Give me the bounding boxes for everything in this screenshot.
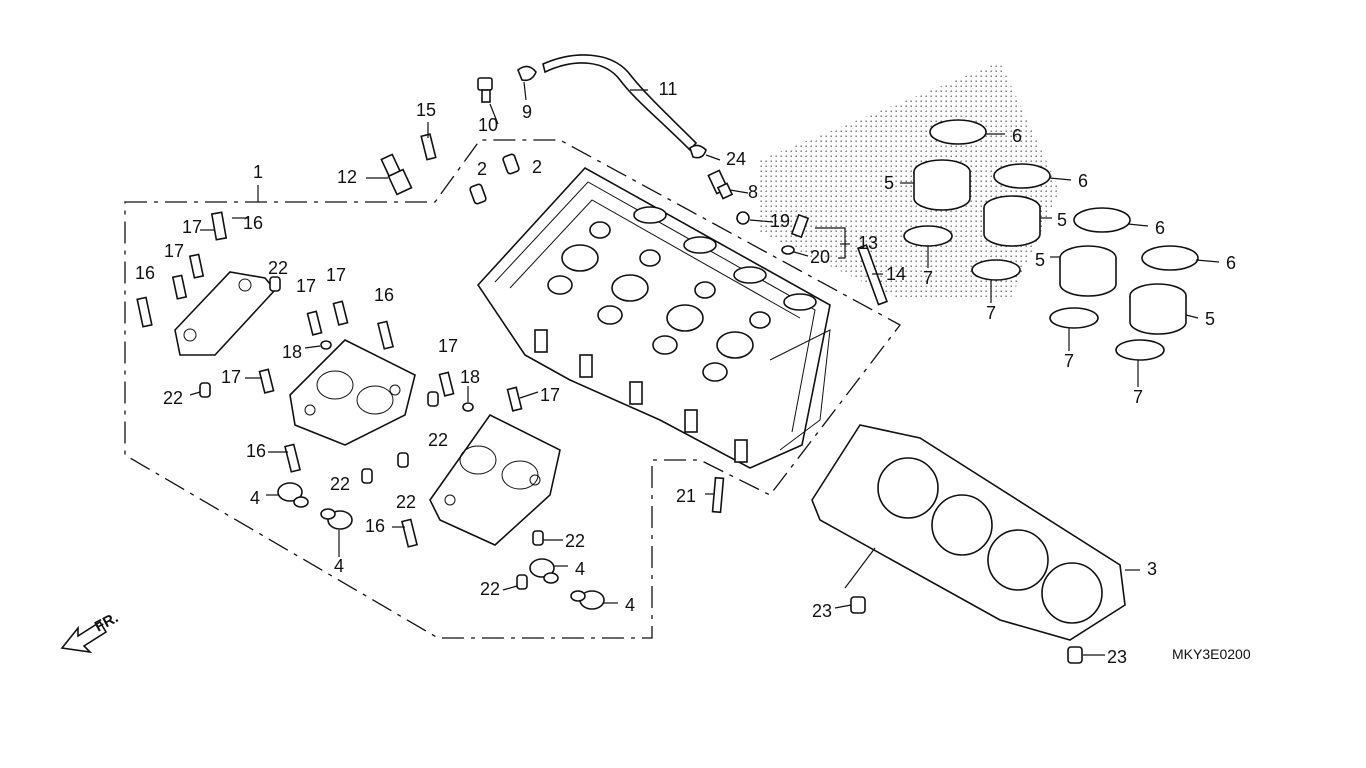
callout-c-4a: 4 — [250, 488, 260, 508]
callout-c-17g: 17 — [540, 385, 560, 405]
insulators — [913, 159, 1187, 335]
callout-c-2a: 2 — [477, 159, 487, 179]
callout-c-5c: 5 — [1035, 250, 1045, 270]
callout-c-11: 11 — [659, 79, 678, 99]
callout-c-16e: 16 — [365, 516, 385, 536]
washer-20 — [781, 245, 795, 255]
callout-c-22e: 22 — [396, 492, 416, 512]
clip-9 — [517, 65, 537, 82]
dowel-pins — [199, 153, 1083, 664]
callout-c-6c: 6 — [1155, 218, 1165, 238]
callout-c-14: 14 — [886, 264, 906, 284]
callout-c-5b: 5 — [1057, 210, 1067, 230]
o-rings — [277, 340, 605, 610]
camshaft-holder-c — [429, 413, 561, 546]
callout-c-22f: 22 — [565, 531, 585, 551]
callout-c-23a: 23 — [812, 601, 832, 621]
callout-c-17f: 17 — [438, 336, 458, 356]
camshaft-holder-a — [174, 271, 277, 356]
callout-c-24: 24 — [726, 149, 746, 169]
callout-c-6b: 6 — [1078, 171, 1088, 191]
callout-c-3: 3 — [1147, 559, 1157, 579]
callout-c-17e: 17 — [221, 367, 241, 387]
callout-c-4c: 4 — [575, 559, 585, 579]
camshaft-holder-b — [289, 339, 416, 446]
intake-shading — [760, 62, 1060, 300]
callout-c-12: 12 — [337, 167, 357, 187]
callout-c-7b: 7 — [986, 303, 996, 323]
clip-24 — [689, 144, 707, 159]
callout-c-17c: 17 — [296, 276, 316, 296]
head-gasket — [811, 424, 1126, 641]
intake-ports — [633, 206, 817, 311]
head-legs — [534, 329, 748, 463]
callout-c-8: 8 — [748, 182, 758, 202]
callout-c-18a: 18 — [282, 342, 302, 362]
callout-c-23b: 23 — [1107, 647, 1127, 667]
bolt-10 — [477, 77, 493, 103]
callout-c-15: 15 — [416, 100, 436, 120]
callout-c-17a: 17 — [182, 217, 202, 237]
callout-c-22a: 22 — [268, 258, 288, 278]
callout-c-10: 10 — [478, 115, 498, 135]
callout-c-22d: 22 — [330, 474, 350, 494]
callout-c-5d: 5 — [1205, 309, 1215, 329]
callout-c-2b: 2 — [532, 157, 542, 177]
cylinder-head — [476, 166, 831, 469]
callout-c-6d: 6 — [1226, 253, 1236, 273]
callout-c-13: 13 — [858, 233, 878, 253]
washer-19 — [736, 211, 750, 225]
callout-c-17d: 17 — [326, 265, 346, 285]
callout-c-7c: 7 — [1064, 351, 1074, 371]
callout-c-18b: 18 — [460, 367, 480, 387]
callout-c-7d: 7 — [1133, 387, 1143, 407]
bolts — [136, 133, 888, 548]
callout-c-7a: 7 — [923, 268, 933, 288]
callout-c-21: 21 — [676, 486, 696, 506]
callout-c-4b: 4 — [334, 556, 344, 576]
tube-11 — [542, 54, 698, 152]
sensor-8 — [707, 169, 734, 200]
callout-c-19: 19 — [770, 211, 790, 231]
callout-c-22b: 22 — [163, 388, 183, 408]
callout-c-22c: 22 — [428, 430, 448, 450]
spark-plug — [380, 153, 413, 196]
callout-c-17b: 17 — [164, 241, 184, 261]
callout-c-16b: 16 — [135, 263, 155, 283]
callout-c-4d: 4 — [625, 595, 635, 615]
callout-c-6a: 6 — [1012, 126, 1022, 146]
front-direction-arrow: FR. — [60, 609, 121, 654]
callout-c-5a: 5 — [884, 173, 894, 193]
callout-c-20: 20 — [810, 247, 830, 267]
camshaft-bores — [547, 221, 771, 382]
assembly-boundary-dashed — [124, 139, 901, 639]
callout-c-16d: 16 — [246, 441, 266, 461]
leader-lines — [189, 81, 1220, 656]
callout-c-22g: 22 — [480, 579, 500, 599]
sensor-13 — [790, 213, 810, 239]
callout-c-9: 9 — [522, 102, 532, 122]
callout-c-1: 1 — [253, 162, 263, 182]
drawing-code: MKY3E0200 — [1172, 646, 1251, 662]
clamps — [903, 119, 1199, 361]
callout-c-16c: 16 — [374, 285, 394, 305]
callout-c-16a: 16 — [243, 213, 263, 233]
